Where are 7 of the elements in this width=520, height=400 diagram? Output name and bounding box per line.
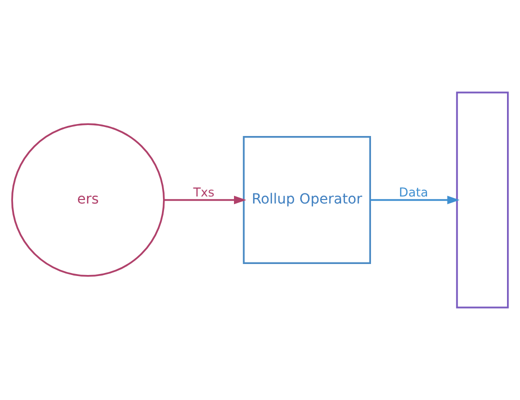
edge-label: Txs [193, 186, 214, 200]
arrow [370, 196, 460, 204]
arrow [164, 196, 246, 204]
node-circle: ers [11, 123, 165, 277]
node-box: Rollup Operator [242, 136, 371, 264]
edge-label: Data [398, 186, 428, 200]
node-box [456, 92, 509, 308]
